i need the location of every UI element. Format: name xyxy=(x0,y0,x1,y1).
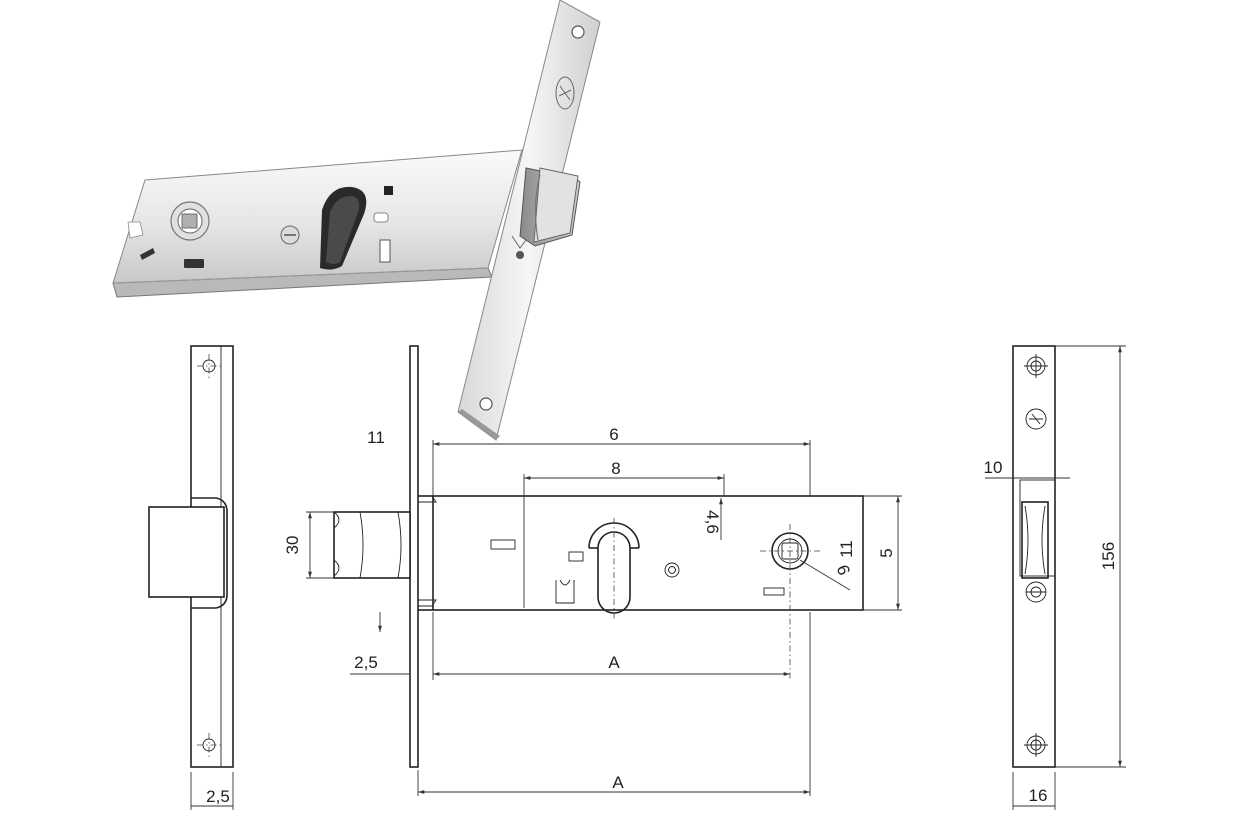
dim-backset: 8 xyxy=(611,459,620,478)
dim-faceplate-offset: 11 xyxy=(367,428,385,447)
dim-faceplate-width: 16 xyxy=(1029,786,1048,805)
dim-faceplate-thickness: 2,5 xyxy=(206,787,230,806)
right-side-view: 10 156 16 xyxy=(984,345,1126,810)
dim-a-upper: A xyxy=(608,653,620,672)
lock-3d-render xyxy=(112,0,601,441)
dim-body-height: 5 xyxy=(877,548,896,557)
dim-a-lower: A xyxy=(612,773,624,792)
dim-spindle-offset: 11 xyxy=(837,540,856,558)
dim-cylinder-offset: 4,6 xyxy=(703,510,722,534)
dim-bolt-throw: 2,5 xyxy=(354,653,378,672)
dim-total-width: 6 xyxy=(609,425,618,444)
center-view: 6 8 4,6 11 30 6 11 5 2,5 A xyxy=(283,345,902,796)
dim-spindle: 6 xyxy=(833,562,854,577)
dim-faceplate-depth: 10 xyxy=(984,458,1003,477)
dim-bolt-height: 30 xyxy=(283,536,302,555)
brand-logo-icon xyxy=(555,76,575,110)
dim-faceplate-length: 156 xyxy=(1099,542,1118,570)
left-side-view: 2,5 xyxy=(148,345,234,810)
